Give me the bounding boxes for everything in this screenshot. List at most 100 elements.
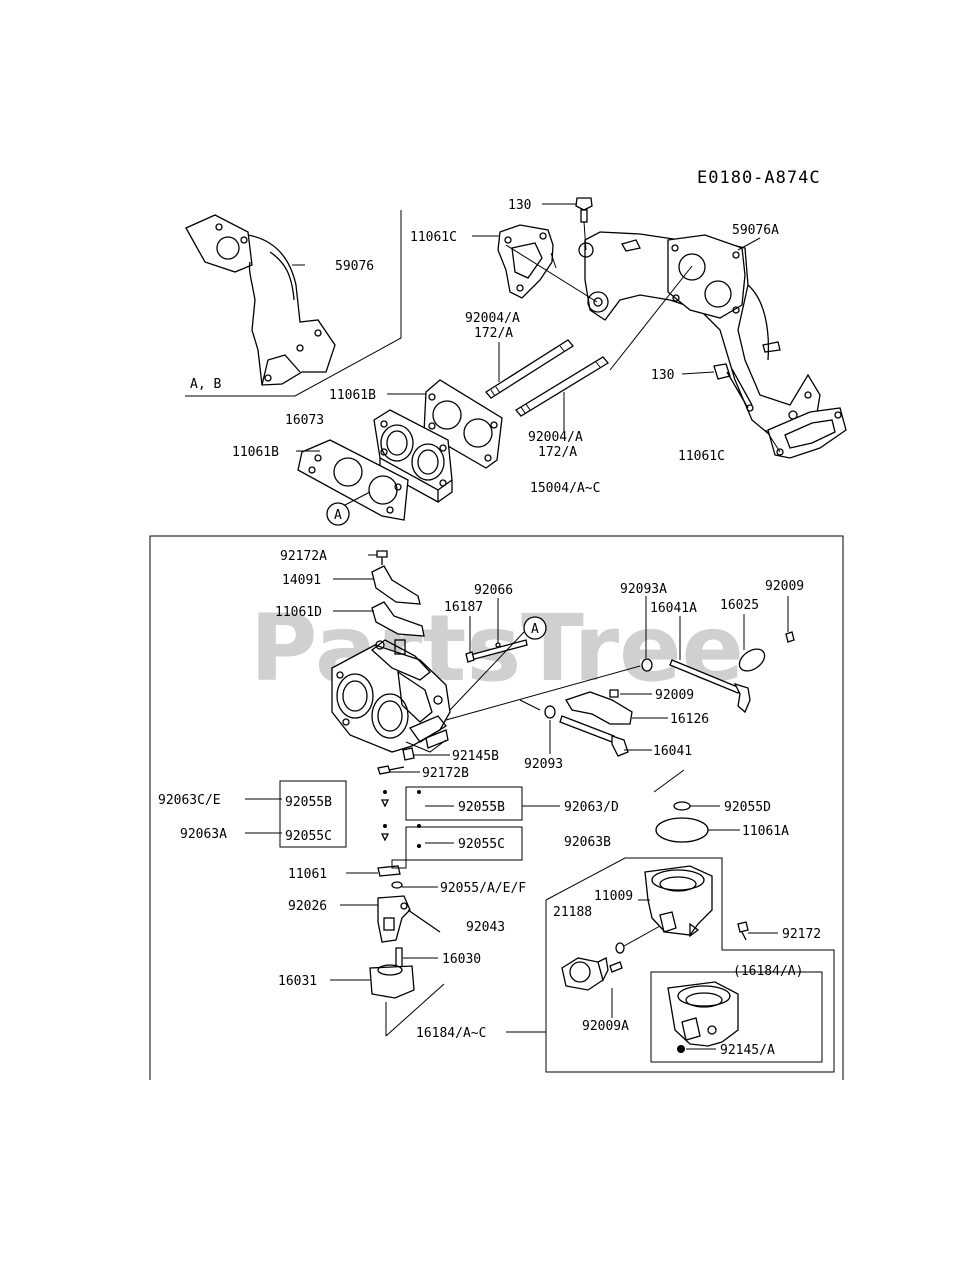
label-16126: 16126 <box>670 712 709 727</box>
leader-lines-upper <box>292 203 781 506</box>
label-92172b: 92172B <box>422 766 469 781</box>
label-92063a: 92063A <box>180 827 227 842</box>
label-92055c-right: 92055C <box>458 837 505 852</box>
jet-assembly <box>380 790 421 848</box>
throttle-plate-16126 <box>565 691 633 725</box>
label-16184a-paren: (16184/A) <box>733 964 803 979</box>
label-16184ac: 16184/A~C <box>416 1026 486 1041</box>
oring-11061a <box>655 817 709 843</box>
jet-body-92026 <box>377 895 441 943</box>
label-92172: 92172 <box>782 927 821 942</box>
label-92026: 92026 <box>288 899 327 914</box>
label-92172a: 92172A <box>280 549 327 564</box>
label-92004a-lower: 92004/A <box>528 430 583 445</box>
float-chamber-box <box>545 857 835 1073</box>
label-92063d: 92063/D <box>564 800 619 815</box>
label-92093a: 92093A <box>620 582 667 597</box>
shaft-16187 <box>465 639 528 663</box>
label-92093: 92093 <box>524 757 563 772</box>
bolt-130-top <box>575 197 593 223</box>
label-16073: 16073 <box>285 413 324 428</box>
label-92055b-right: 92055B <box>458 800 505 815</box>
needle-16030 <box>395 947 403 969</box>
intake-manifold-59076a <box>578 231 821 441</box>
label-11061a: 11061A <box>742 824 789 839</box>
oring-92055 <box>391 881 403 889</box>
gasket-11061d <box>371 601 425 637</box>
label-11061b-lower: 11061B <box>232 445 279 460</box>
label-92009a: 92009A <box>582 1019 629 1034</box>
label-11061c-right: 11061C <box>678 449 725 464</box>
label-a-b: A, B <box>190 377 221 392</box>
label-130-right: 130 <box>651 368 674 383</box>
label-15004: 15004/A~C <box>530 481 600 496</box>
label-16025: 16025 <box>720 598 759 613</box>
label-11061c-top: 11061C <box>410 230 457 245</box>
screw-92145b <box>402 747 415 761</box>
leader-lines-lower <box>245 554 789 1050</box>
label-172a-lower: 172/A <box>538 445 577 460</box>
label-92063b: 92063B <box>564 835 611 850</box>
label-14091: 14091 <box>282 573 321 588</box>
screw-92145a <box>677 1045 685 1053</box>
callout-a-upper: A <box>334 508 342 523</box>
shaft-16041a <box>669 659 751 714</box>
screw-92172 <box>737 921 749 941</box>
label-11061b-upper: 11061B <box>329 388 376 403</box>
plate-14091 <box>371 565 421 605</box>
float-chamber-16184a <box>667 981 739 1047</box>
label-92145b: 92145B <box>452 749 499 764</box>
screw-92009a <box>609 961 623 973</box>
shaft-16041 <box>559 715 629 757</box>
stud-92004a-lower <box>515 356 609 417</box>
oring-92055d <box>673 801 691 811</box>
spacer-16073 <box>373 409 453 504</box>
label-11009: 11009 <box>594 889 633 904</box>
label-92055c-left: 92055C <box>285 829 332 844</box>
label-16041: 16041 <box>653 744 692 759</box>
label-16041a: 16041A <box>650 601 697 616</box>
screw-92172a <box>376 550 388 565</box>
callout-a-circle <box>326 502 350 526</box>
gasket-11061c-top <box>497 224 557 299</box>
washer-92093 <box>544 705 556 719</box>
label-16187: 16187 <box>444 600 483 615</box>
screw-92009-right <box>785 631 795 643</box>
gasket-11061b-lower <box>297 439 409 521</box>
label-16031: 16031 <box>278 974 317 989</box>
screw-92172b <box>377 765 405 775</box>
label-92145a: 92145/A <box>720 1043 775 1058</box>
float-16031 <box>369 964 415 999</box>
washer-92093a <box>641 658 653 672</box>
gasket-11061c-right <box>767 407 847 459</box>
bolt-130-right <box>713 363 754 412</box>
label-59076: 59076 <box>335 259 374 274</box>
label-92043: 92043 <box>466 920 505 935</box>
label-59076a: 59076A <box>732 223 779 238</box>
label-92009-right: 92009 <box>765 579 804 594</box>
solenoid-21188 <box>561 957 609 991</box>
label-92004a-upper: 92004/A <box>465 311 520 326</box>
labels-lower: 92172A 14091 92066 16187 11061D 92093A 1… <box>158 549 821 1058</box>
label-92009-mid: 92009 <box>655 688 694 703</box>
variant-box <box>650 971 823 1063</box>
carburetor-body <box>331 639 451 753</box>
label-16030: 16030 <box>442 952 481 967</box>
callout-a-lower: A <box>531 622 539 637</box>
intake-manifold-59076 <box>185 214 336 386</box>
float-chamber-16184 <box>644 865 713 938</box>
label-130-top: 130 <box>508 198 531 213</box>
carburetor-box <box>149 535 844 1080</box>
label-11061: 11061 <box>288 867 327 882</box>
callout-a-lower-circle <box>523 616 547 640</box>
screw-92009-mid <box>609 689 619 698</box>
label-172a-upper: 172/A <box>474 326 513 341</box>
labels-upper: 130 11061C 59076A 59076 92004/A 172/A A,… <box>190 198 779 496</box>
label-92063ce: 92063C/E <box>158 793 221 808</box>
washer-11009 <box>615 942 625 954</box>
stud-92004a-upper <box>485 339 574 399</box>
label-21188: 21188 <box>553 905 592 920</box>
diagram-code: E0180-A874C <box>697 168 821 188</box>
choke-plate-16025 <box>738 648 766 672</box>
